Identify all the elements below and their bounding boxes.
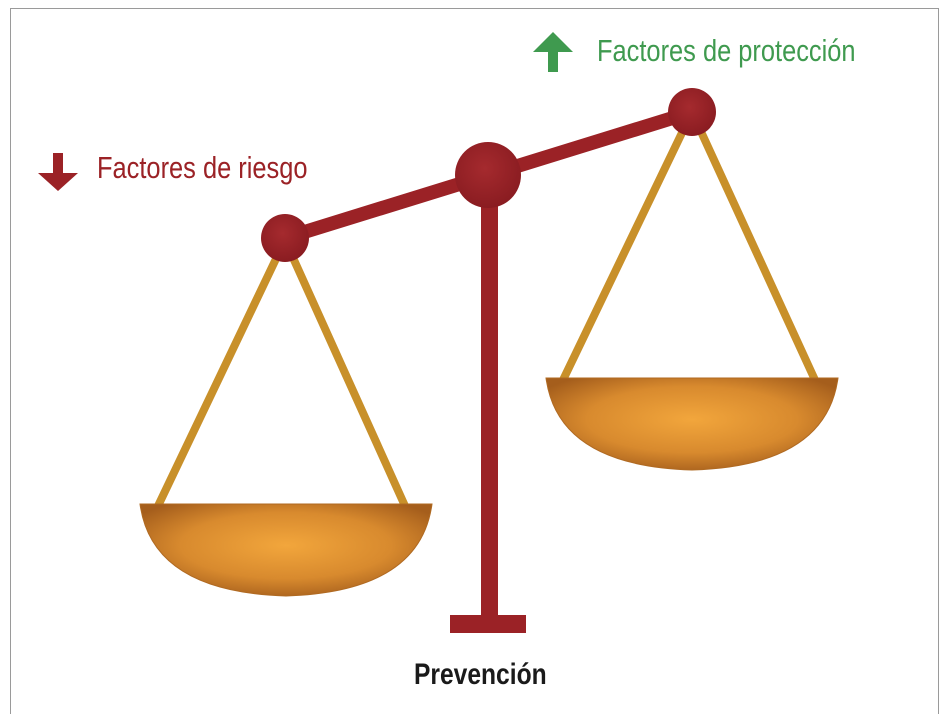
right-pan: [545, 377, 839, 471]
right-pan-strings: [559, 108, 819, 384]
arrow-up-icon: [533, 32, 573, 72]
prevention-label: Prevención: [414, 658, 547, 691]
center-pivot-knob: [455, 142, 521, 208]
diagram-frame: [10, 8, 939, 714]
left-beam-knob: [261, 214, 309, 262]
arrow-down-icon: [38, 153, 78, 191]
protection-factors-label: Factores de protección: [597, 33, 856, 68]
right-beam-knob: [668, 88, 716, 136]
scale-base: [450, 615, 526, 633]
left-pan-strings: [154, 236, 409, 510]
left-pan: [139, 503, 433, 597]
scale-post: [481, 185, 498, 621]
risk-factors-label: Factores de riesgo: [97, 150, 308, 185]
